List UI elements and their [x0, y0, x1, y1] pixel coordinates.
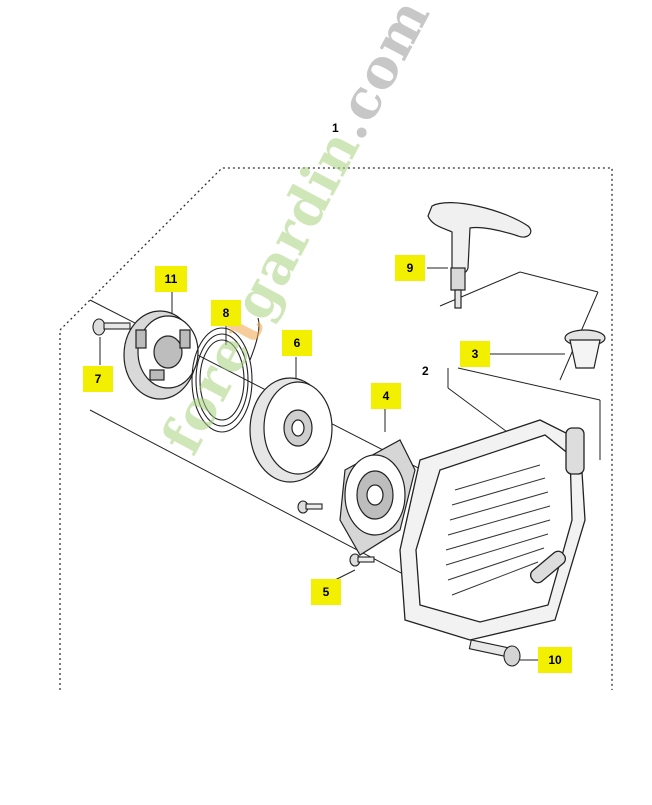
- pulley-part: [123, 310, 199, 400]
- part-11-label: 11: [155, 266, 187, 292]
- screw-part-7: [92, 318, 131, 336]
- bolt-part: [468, 639, 521, 667]
- starter-handle-part: [427, 202, 532, 309]
- screw-part-5: [297, 500, 375, 567]
- rope-guide-part: [564, 329, 606, 369]
- part-6-label: 6: [282, 330, 312, 356]
- part-2-label: 2: [422, 364, 429, 378]
- part-5-label: 5: [311, 579, 341, 605]
- part-8-label: 8: [211, 300, 241, 326]
- part-4-label: 4: [371, 383, 401, 409]
- starter-housing-part: [399, 419, 586, 641]
- assembly-boundary: [59, 167, 613, 690]
- part-7-label: 7: [83, 366, 113, 392]
- rope-drum-part: [249, 377, 333, 483]
- part-3-label: 3: [460, 341, 490, 367]
- assembly-number-label: 1: [332, 121, 339, 135]
- spring-part: [191, 317, 260, 433]
- part-10-label: 10: [538, 647, 572, 673]
- ratchet-part: [339, 439, 416, 556]
- part-9-label: 9: [395, 255, 425, 281]
